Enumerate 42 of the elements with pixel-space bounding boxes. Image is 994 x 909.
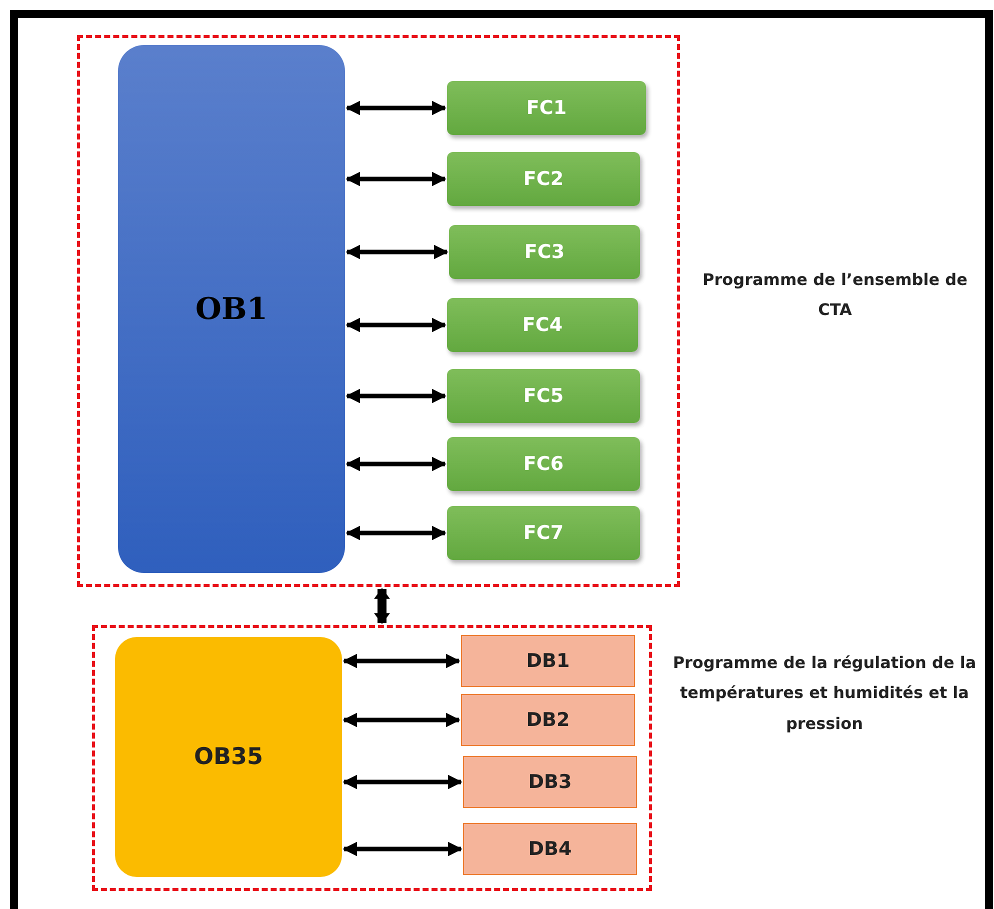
double-arrow: [346, 456, 446, 472]
block-label: OB35: [194, 744, 264, 770]
double-arrow: [376, 588, 388, 624]
data-block: [461, 635, 635, 687]
double-arrow: [346, 526, 446, 540]
double-arrow: [342, 654, 460, 668]
function-block: [447, 298, 638, 352]
double-arrow: [342, 774, 462, 790]
double-arrow: [346, 388, 446, 404]
block-label: FC2: [523, 168, 564, 190]
block-label: FC1: [526, 97, 567, 119]
organization-block: [115, 637, 342, 877]
block-label: FC5: [523, 385, 564, 407]
group-caption: Programme de la régulation de la températures et humidités et la pression: [672, 652, 977, 735]
block-label: DB4: [528, 838, 572, 860]
function-block: [447, 81, 646, 135]
block-label: OB1: [195, 292, 268, 326]
data-block: [463, 823, 637, 875]
double-arrow: [346, 318, 446, 332]
double-arrow: [342, 712, 460, 728]
function-block: [447, 369, 640, 423]
data-block: [463, 756, 637, 808]
function-block: [449, 225, 640, 279]
function-block: [447, 437, 640, 491]
function-block: [447, 506, 640, 560]
double-arrow: [342, 842, 462, 856]
function-block: [447, 152, 640, 206]
data-block: [461, 694, 635, 746]
block-label: FC7: [523, 522, 564, 544]
block-label: DB2: [526, 709, 570, 731]
organization-block: [118, 45, 345, 573]
double-arrow: [346, 100, 446, 116]
block-label: FC3: [524, 241, 565, 263]
double-arrow: [346, 172, 446, 186]
block-label: DB1: [526, 650, 570, 672]
group-caption: Programme de l’ensemble de CTA: [702, 269, 968, 322]
dashed-group-border: [77, 35, 680, 587]
dashed-group-border: [92, 625, 652, 891]
block-label: FC6: [523, 453, 564, 475]
double-arrow: [346, 244, 448, 260]
block-label: DB3: [528, 771, 572, 793]
block-label: FC4: [522, 314, 563, 336]
